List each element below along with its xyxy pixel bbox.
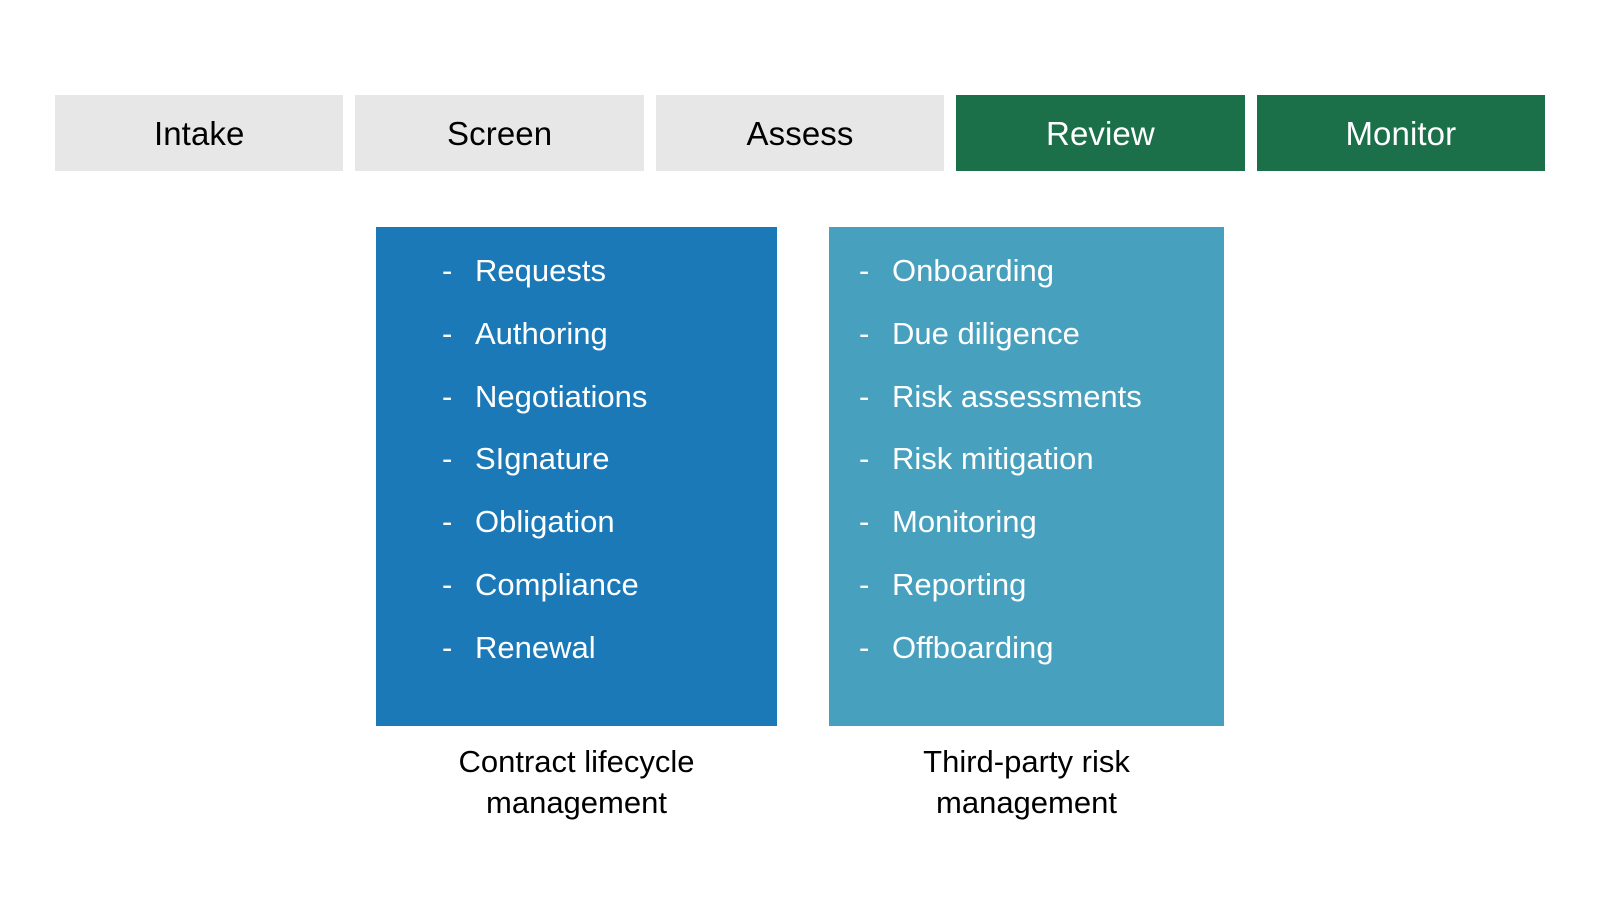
list-item[interactable]: - SIgnature (442, 443, 777, 506)
bullet-dash-icon: - (442, 441, 453, 477)
list-item[interactable]: - Reporting (859, 569, 1224, 632)
panel-caption-third-party-risk-management: Third-party risk management (829, 742, 1224, 824)
panel-caption-contract-lifecycle-management: Contract lifecycle management (376, 742, 777, 824)
stage-tab-assess[interactable]: Assess (655, 95, 945, 171)
bullet-dash-icon: - (442, 253, 453, 288)
list-item-label: Risk assessments (892, 378, 1142, 414)
list-item-label: Due diligence (892, 315, 1080, 351)
stage-tab-label: Screen (447, 114, 553, 152)
list-item-label: Compliance (475, 566, 639, 602)
bullet-dash-icon: - (859, 441, 870, 477)
bullet-dash-icon: - (859, 378, 870, 414)
list-item[interactable]: - Due diligence (859, 318, 1224, 381)
bullet-dash-icon: - (442, 566, 453, 602)
list-item[interactable]: - Negotiations (442, 381, 777, 444)
caption-line-1: Third-party risk (923, 744, 1130, 779)
stage-tab-label: Review (1046, 114, 1155, 152)
list-item-label: Requests (475, 253, 606, 288)
list-item-label: Renewal (475, 629, 596, 665)
list-item[interactable]: - Requests (442, 255, 777, 318)
list-item[interactable]: - Risk mitigation (859, 443, 1224, 506)
caption-line-2: management (936, 784, 1117, 820)
stage-tab-monitor[interactable]: Monitor (1256, 95, 1546, 171)
list-item[interactable]: - Compliance (442, 569, 777, 632)
list-item[interactable]: - Obligation (442, 506, 777, 569)
bullet-dash-icon: - (442, 378, 453, 414)
bullet-dash-icon: - (859, 315, 870, 351)
list-item[interactable]: - Renewal (442, 632, 777, 695)
list-item-label: SIgnature (475, 441, 610, 477)
list-item-label: Obligation (475, 504, 615, 540)
stage-tab-row: Intake Screen Assess Review Monitor (55, 95, 1546, 171)
caption-line-2: management (486, 784, 667, 820)
panel-item-list: - Onboarding - Due diligence - Risk asse… (829, 255, 1224, 695)
stage-tab-screen[interactable]: Screen (355, 95, 644, 171)
bullet-dash-icon: - (859, 504, 870, 540)
bullet-dash-icon: - (859, 629, 870, 665)
panel-third-party-risk-management: - Onboarding - Due diligence - Risk asse… (829, 227, 1224, 726)
stage-tab-label: Assess (746, 114, 854, 152)
caption-line-1: Contract lifecycle (458, 744, 695, 779)
stage-tab-label: Monitor (1345, 114, 1457, 152)
stage-tab-label: Intake (153, 114, 245, 152)
list-item[interactable]: - Monitoring (859, 506, 1224, 569)
list-item-label: Offboarding (892, 629, 1054, 665)
list-item[interactable]: - Offboarding (859, 632, 1224, 695)
stage-tab-intake[interactable]: Intake (55, 95, 344, 171)
bullet-dash-icon: - (859, 253, 870, 288)
list-item-label: Onboarding (892, 253, 1055, 288)
panel-contract-lifecycle-management: - Requests - Authoring - Negotiations - … (376, 227, 777, 726)
list-item[interactable]: - Risk assessments (859, 381, 1224, 444)
bullet-dash-icon: - (442, 504, 453, 540)
bullet-dash-icon: - (442, 315, 453, 351)
stage-tab-review[interactable]: Review (956, 95, 1245, 171)
list-item[interactable]: - Authoring (442, 318, 777, 381)
list-item-label: Authoring (475, 315, 608, 351)
list-item[interactable]: - Onboarding (859, 255, 1224, 318)
bullet-dash-icon: - (442, 629, 453, 665)
list-item-label: Risk mitigation (892, 441, 1094, 477)
panel-item-list: - Requests - Authoring - Negotiations - … (376, 255, 777, 695)
list-item-label: Negotiations (475, 378, 648, 414)
list-item-label: Monitoring (892, 504, 1037, 540)
bullet-dash-icon: - (859, 566, 870, 602)
list-item-label: Reporting (892, 566, 1027, 602)
